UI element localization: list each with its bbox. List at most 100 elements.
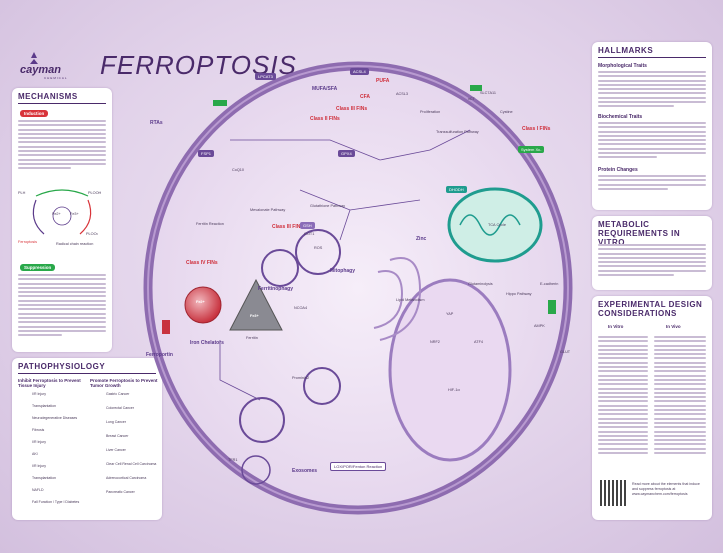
label-gpx4: GPX4 — [338, 150, 355, 157]
promote-item: Liver Cancer — [106, 448, 126, 452]
class-iv-fins-label: Class IV FINs — [186, 260, 218, 266]
label-system-xc: System Xc- — [518, 146, 545, 153]
in-vitro-text — [598, 336, 648, 456]
label-coq10: CoQ10 — [232, 168, 245, 172]
ferritin — [229, 278, 283, 331]
label-dhodh: DHODH — [446, 186, 467, 193]
label-got1: GOT1 — [304, 232, 315, 236]
promote-list: Gastric Cancer Colorectal Cancer Lung Ca… — [90, 392, 158, 504]
membrane-node-lpcat3: LPCAT3 — [255, 73, 276, 80]
label-transsulfuration: Transsulfuration Pathway — [436, 130, 479, 134]
lipid-peroxidation-diagram — [32, 189, 92, 235]
metabolic-text — [598, 244, 706, 278]
label-glut: GLUT — [560, 350, 571, 354]
suppression-text — [18, 274, 106, 338]
hallmarks-title-rule — [598, 57, 706, 58]
inhibit-item: Fall Function / Type I Diabetes — [32, 500, 80, 504]
label-lox-por: LOX/POR/Fenton Reaction — [330, 462, 387, 471]
label-yap: YAP — [446, 312, 454, 316]
membrane-node-cfa: CFA — [360, 94, 370, 100]
qr-code[interactable] — [600, 480, 626, 506]
mechanisms-title: MECHANISMS — [18, 92, 78, 101]
label-prominin2: Prominin2 — [292, 376, 310, 380]
pathophysiology-panel: PATHOPHYSIOLOGY Inhibit Ferroptosis to P… — [12, 358, 162, 520]
diagram-label-fe3: Fe3+ — [70, 212, 79, 216]
protein-changes-title: Protein Changes — [598, 167, 638, 173]
promote-item: Lung Cancer — [106, 420, 127, 424]
inhibit-item: Transplantation — [32, 476, 56, 480]
label-acsl3: ACSL3 — [396, 92, 409, 96]
promote-item: Breast Cancer — [106, 434, 129, 438]
metabolic-panel: METABOLIC REQUIREMENTS IN VITRO — [592, 216, 712, 290]
label-fe3-ferritin: Fe3+ — [250, 314, 259, 318]
class-ii-fins-label: Class II FINs — [310, 116, 340, 122]
in-vivo-text — [654, 336, 706, 456]
in-vivo-header: In Vivo — [666, 324, 681, 329]
cayman-logo-icon — [30, 52, 38, 64]
label-gsh: GSH — [300, 222, 315, 229]
inhibit-item: Fibrosis — [32, 428, 45, 432]
inhibit-column-title: Inhibit Ferroptosis to Prevent Tissue In… — [18, 378, 81, 388]
hallmarks-panel: HALLMARKS Morphological Traits Biochemic… — [592, 42, 712, 210]
class-iii-fins-label: Class III FINs — [336, 106, 368, 112]
label-ncoa4: NCOA4 — [294, 306, 308, 310]
morphological-text — [598, 71, 706, 110]
label-ros: ROS — [314, 246, 323, 250]
promote-column-title: Promote Ferroptosis to Prevent Tumor Gro… — [90, 378, 158, 388]
promote-item: Gastric Cancer — [106, 392, 130, 396]
pathophysiology-title-rule — [18, 373, 156, 374]
protein-changes-text — [598, 175, 706, 192]
label-proliferation: Proliferation — [420, 110, 441, 114]
label-fe2-pool: Fe2+ — [196, 300, 205, 304]
label-hif1a: HIF-1α — [448, 388, 460, 392]
inhibit-item: I/R Injury — [32, 392, 47, 396]
inhibit-item: I/R Injury — [32, 464, 47, 468]
label-lipid-metabolism: Lipid Metabolism — [396, 298, 425, 302]
hallmarks-title: HALLMARKS — [598, 46, 654, 55]
metabolic-title: METABOLIC REQUIREMENTS IN VITRO — [598, 220, 681, 247]
diagram-label-radical: Radical chain reaction — [56, 242, 94, 246]
mechanisms-title-rule — [18, 103, 106, 104]
suppression-badge: Suppression — [20, 264, 56, 271]
label-iron-chelators: Iron Chelators — [190, 340, 224, 346]
label-fsp1: FSP1 — [198, 150, 215, 157]
class-i-fins-label: Class I FINs — [522, 126, 551, 132]
label-mitophagy: Mitophagy — [330, 268, 355, 274]
cell-membrane — [143, 61, 573, 515]
inhibit-item: AKI — [32, 452, 38, 456]
diagram-label-ploo: PLOO• — [86, 232, 98, 236]
brand-sub: CHEMICAL — [44, 76, 68, 80]
experimental-title: EXPERIMENTAL DESIGN CONSIDERATIONS — [598, 300, 703, 318]
label-ferritin: Ferritin — [246, 336, 258, 340]
label-e-cadherin: E-cadherin — [540, 282, 559, 286]
label-ferritinophagy: Ferritinophagy — [258, 286, 294, 292]
inhibit-item: NAFLD — [32, 488, 44, 492]
label-ampk: AMPK — [534, 324, 545, 328]
membrane-node-acsl4: ACSL4 — [350, 68, 369, 75]
promote-item: Colorectal Cancer — [106, 406, 135, 410]
inhibit-item: I/R Injury — [32, 440, 47, 444]
label-zinc: Zinc — [416, 236, 427, 242]
qr-caption: Read more about the elements that induce… — [632, 482, 700, 496]
membrane-node-pufa: PUFA — [376, 78, 390, 84]
label-mevalonate: Mevalonate Pathway — [250, 208, 286, 212]
promote-item: Adrenocortical Carcinoma — [106, 476, 147, 480]
label-ferroportin: Ferroportin — [146, 352, 173, 358]
inhibit-list: I/R Injury Transplantation Neurodegenera… — [18, 392, 84, 512]
label-glutaminolysis: Glutaminolysis — [468, 282, 493, 286]
label-atf4: ATF4 — [474, 340, 484, 344]
label-tca-cycle: TCA Cycle — [488, 223, 506, 227]
induction-badge: Induction — [20, 110, 49, 117]
label-glutathione-pathway: Glutathione Pathway — [310, 204, 346, 208]
diagram-label-plooh: PLOOH — [88, 191, 102, 195]
membrane-node-mufa: MUFA/SFA — [312, 86, 338, 92]
biochemical-text — [598, 122, 706, 161]
label-cystine: Cystine — [500, 110, 513, 114]
label-nrf2: NRF2 — [430, 340, 440, 344]
brand-name: cayman — [20, 64, 61, 76]
label-xct: xCT — [468, 97, 475, 101]
induction-text — [18, 120, 106, 172]
diagram-label-ferroptosis: Ferroptosis — [18, 240, 37, 244]
diagram-label-fe2: Fe2+ — [52, 212, 61, 216]
